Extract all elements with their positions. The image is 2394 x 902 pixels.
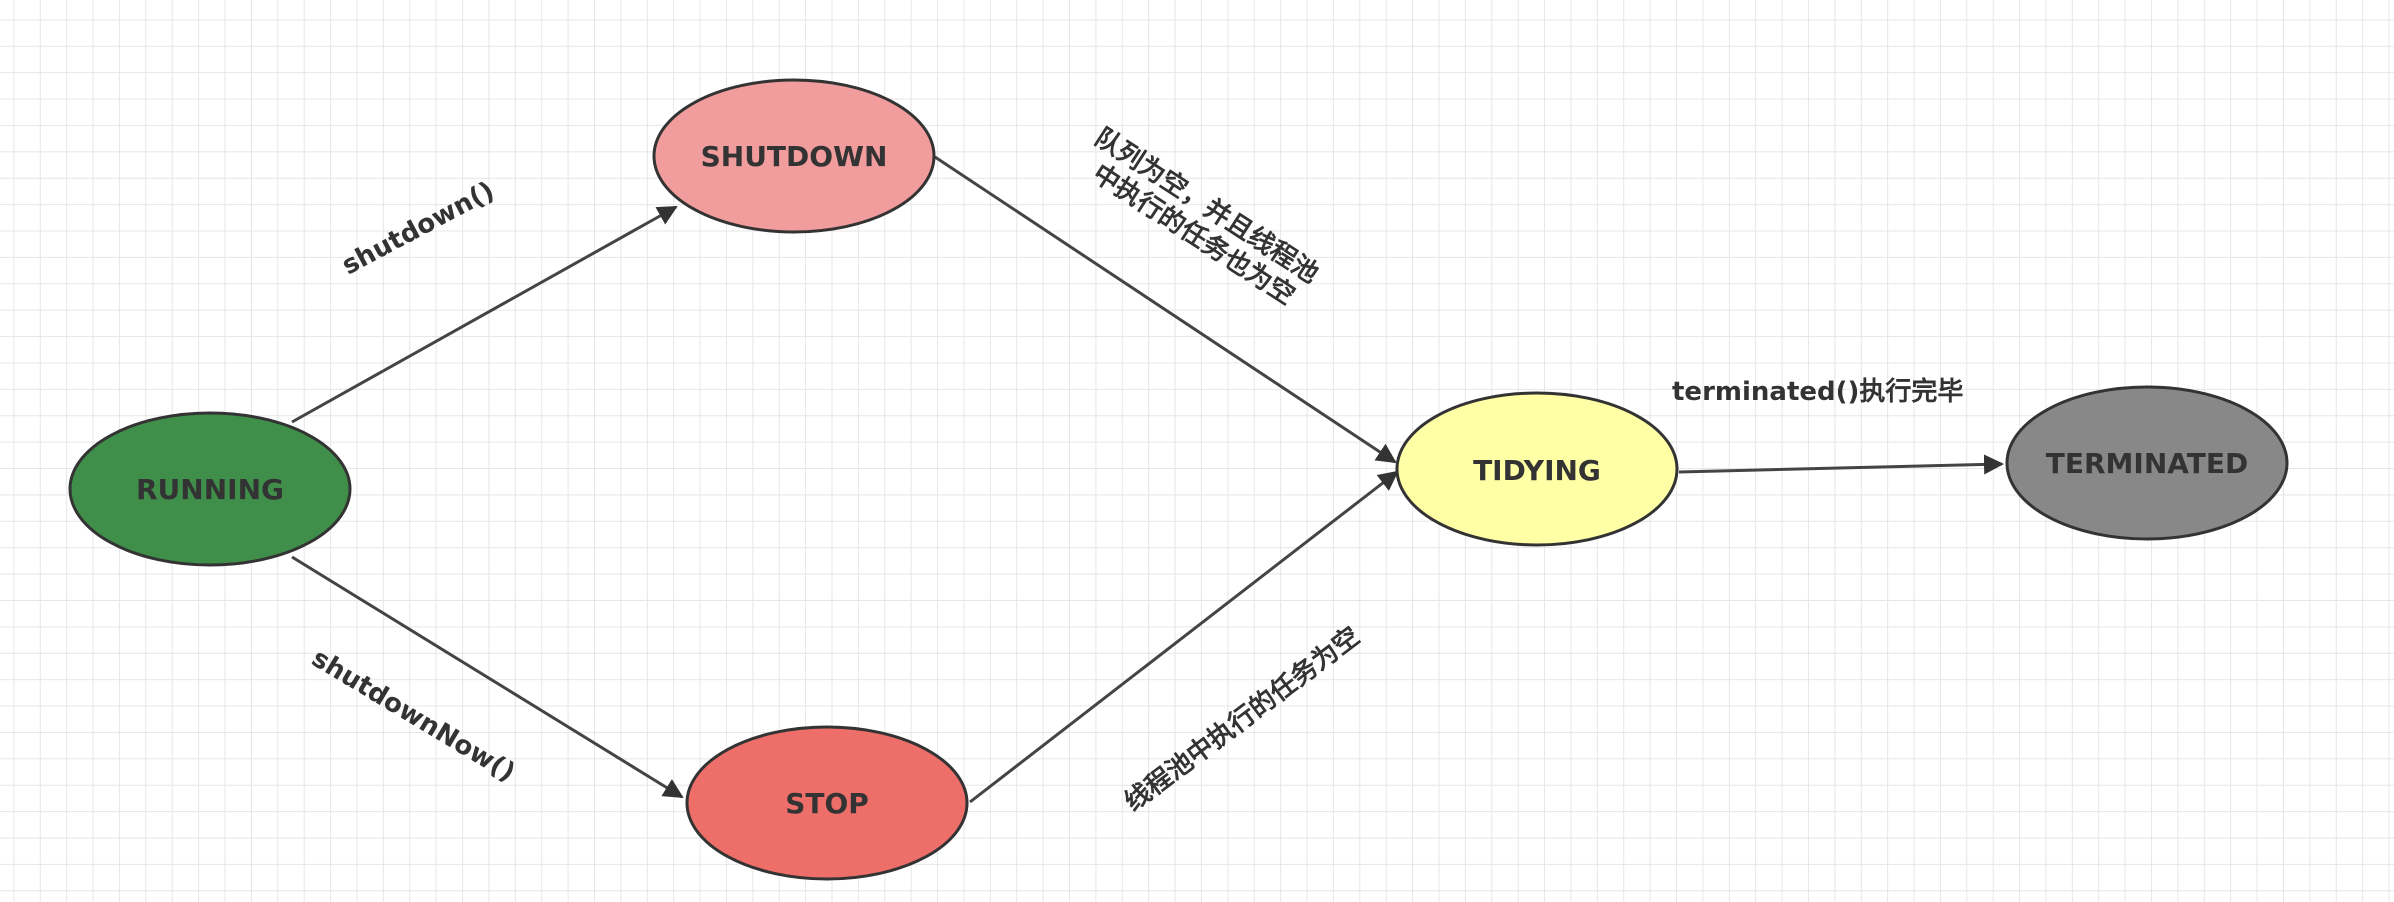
node-shutdown-label: SHUTDOWN [701, 140, 888, 173]
node-shutdown[interactable]: SHUTDOWN [652, 78, 936, 234]
edge-running-stop [291, 555, 684, 799]
edge-label-pool-tasks-empty: 线程池中执行的任务为空 [1119, 621, 1366, 818]
node-tidying[interactable]: TIDYING [1395, 391, 1679, 547]
edge-shutdown-tidying [934, 155, 1397, 464]
node-terminated-shape [2005, 385, 2289, 541]
edge-label-shutdown-now: shutdownNow() [306, 643, 520, 788]
node-stop-label: STOP [785, 787, 869, 820]
edge-tidying-terminated [1678, 454, 2004, 475]
edge-label-shutdown: shutdown() [337, 176, 499, 281]
edge-label-terminated-done: terminated()执行完毕 [1672, 376, 1963, 407]
node-terminated-label: TERMINATED [2046, 447, 2248, 480]
node-stop-shape [685, 725, 969, 881]
node-tidying-shape [1395, 391, 1679, 547]
node-stop[interactable]: STOP [685, 725, 969, 881]
node-running-label: RUNNING [136, 473, 284, 506]
node-running-shape [68, 411, 352, 567]
node-shutdown-shape [652, 78, 936, 234]
node-terminated[interactable]: TERMINATED [2005, 385, 2289, 541]
edge-stop-tidying [969, 470, 1399, 804]
node-running[interactable]: RUNNING [68, 411, 352, 567]
node-tidying-label: TIDYING [1473, 454, 1601, 487]
edge-running-shutdown [291, 205, 678, 424]
